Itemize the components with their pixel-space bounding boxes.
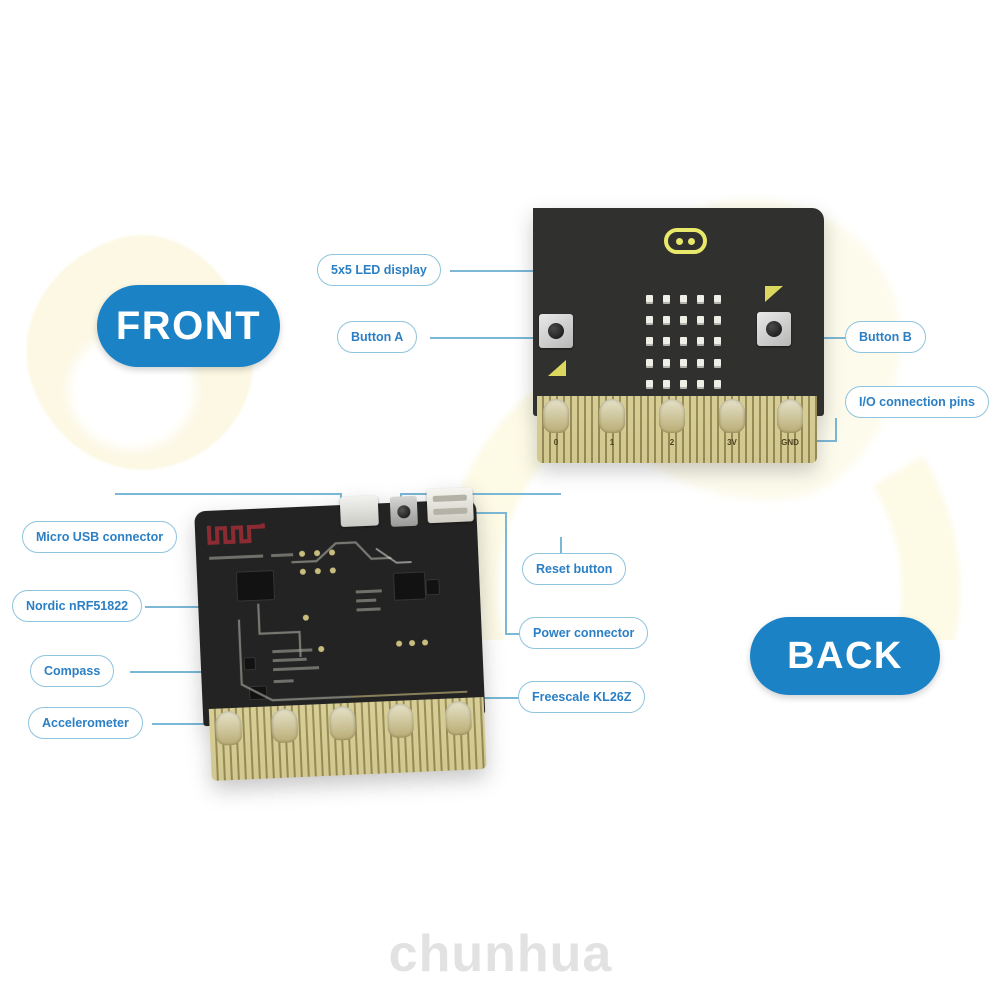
led (645, 358, 653, 368)
front-triangle-left-icon (548, 360, 566, 376)
edge-pad (719, 399, 745, 433)
edge-pad (543, 399, 569, 433)
microbit-front-board: 0 1 2 3V GND (533, 208, 824, 463)
pcb-traces (237, 541, 468, 702)
edge-pad (444, 700, 473, 736)
callout-compass[interactable]: Compass (30, 655, 115, 687)
button-b-hardware[interactable] (757, 312, 791, 346)
led (696, 316, 704, 326)
led (713, 337, 721, 347)
leader-led-display (450, 270, 570, 272)
callout-accelerometer[interactable]: Accelerometer (28, 707, 143, 739)
led (696, 295, 704, 305)
callout-nordic-nrf51822[interactable]: Nordic nRF51822 (12, 590, 143, 622)
leader-usb-h (115, 493, 341, 495)
callout-button-a[interactable]: Button A (337, 321, 418, 353)
callout-io-connection-pins[interactable]: I/O connection pins (845, 386, 989, 418)
led (696, 358, 704, 368)
led-matrix (644, 292, 722, 392)
callout-freescale-kl26z[interactable]: Freescale KL26Z (518, 681, 646, 713)
front-edge-connector: 0 1 2 3V GND (537, 396, 817, 463)
watermark-text: chunhua (388, 925, 613, 983)
edge-pin-label: 2 (669, 438, 675, 447)
button-a-hardware[interactable] (539, 314, 573, 348)
microbit-back-board (194, 487, 496, 786)
edge-pad (599, 399, 625, 433)
led (662, 358, 670, 368)
edge-pad (328, 705, 357, 741)
led (679, 316, 687, 326)
led (662, 316, 670, 326)
callout-micro-usb-connector[interactable]: Micro USB connector (22, 521, 178, 553)
led (679, 337, 687, 347)
led (713, 295, 721, 305)
led (713, 379, 721, 389)
front-badge: FRONT (97, 285, 280, 367)
edge-pin-label: 3V (727, 438, 737, 447)
edge-pin-label: 1 (609, 438, 615, 447)
edge-pad (214, 710, 243, 746)
front-triangle-right-icon (765, 286, 783, 302)
power-connector-hardware[interactable] (426, 487, 474, 524)
micro-usb-connector-hardware[interactable] (339, 495, 379, 528)
callout-power-connector[interactable]: Power connector (519, 617, 649, 649)
led (679, 379, 687, 389)
edge-pin-label: 0 (553, 438, 559, 447)
callout-5x5-led-display[interactable]: 5x5 LED display (317, 254, 441, 286)
edge-pad (777, 399, 803, 433)
leader-accelerometer-h (152, 723, 224, 725)
led (713, 316, 721, 326)
led (662, 295, 670, 305)
callout-button-b[interactable]: Button B (845, 321, 926, 353)
led (662, 379, 670, 389)
edge-pad (386, 703, 415, 739)
leader-reset-v1 (560, 537, 562, 553)
microbit-logo-icon (664, 228, 707, 254)
led (645, 295, 653, 305)
led (645, 316, 653, 326)
back-badge: BACK (750, 617, 940, 695)
led (713, 358, 721, 368)
edge-pin-label: GND (781, 438, 799, 447)
led (696, 337, 704, 347)
leader-reset-h (400, 493, 561, 495)
led (662, 337, 670, 347)
back-edge-connector (208, 697, 487, 781)
led (679, 295, 687, 305)
leader-button-a (430, 337, 565, 339)
edge-pad (270, 708, 299, 744)
leader-nordic-h (145, 606, 215, 608)
callout-reset-button[interactable]: Reset button (522, 553, 627, 585)
led (645, 337, 653, 347)
edge-pad (659, 399, 685, 433)
leader-power-v (505, 512, 507, 634)
led (696, 379, 704, 389)
reset-button-hardware[interactable] (389, 495, 418, 527)
led (645, 379, 653, 389)
led (679, 358, 687, 368)
leader-compass-h (130, 671, 220, 673)
leader-io-pins-v (835, 418, 837, 442)
antenna-trace-icon (206, 523, 265, 545)
